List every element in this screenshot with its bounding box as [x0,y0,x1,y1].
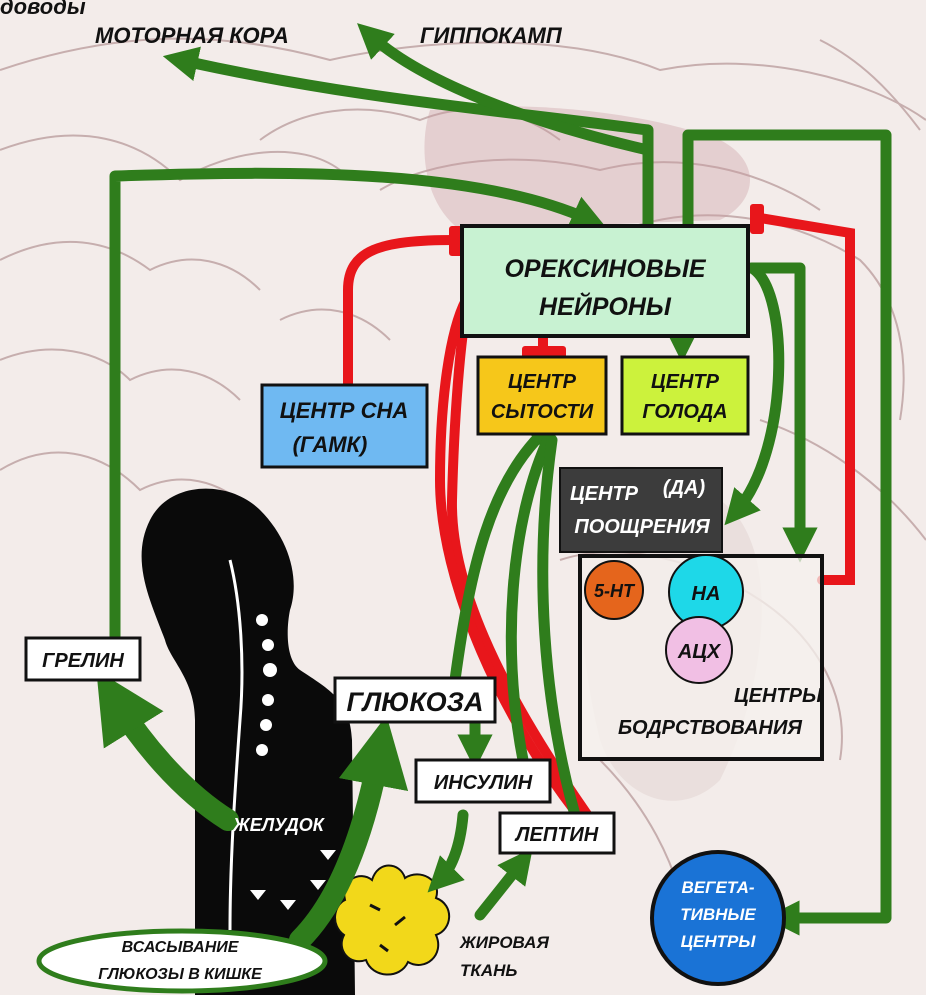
human-silhouette [141,488,355,995]
sleep-to-orexin-inhibition [343,235,460,390]
glucose-to-satiety-2 [505,429,556,776]
motor-cortex-label: МОТОРНАЯ КОРА [95,23,289,48]
vegetative-label-line2: ТИВНЫЕ [680,905,756,924]
excitatory-connections [96,23,892,951]
satiety-label-line1: ЦЕНТР [508,371,577,393]
fat-label-line2: ТКАНЬ [460,961,517,980]
vegetative-label-line3: ЦЕНТРЫ [681,932,757,951]
wake-label-line1: ЦЕНТРЫ [734,685,823,707]
absorption-label-line1: ВСАСЫВАНИЕ [122,939,240,956]
ghrelin-to-orexin [109,167,607,646]
sleep-center-box: ЦЕНТР СНА (ГАМК) [260,383,429,469]
orexin-to-reward [724,262,785,526]
absorption-to-glucose [289,715,409,951]
ghrelin-box: ГРЕЛИН [24,636,142,682]
glucose-label: ГЛЮКОЗА [347,687,484,717]
serotonin-label: 5-НТ [594,581,636,601]
noradrenaline-label: НА [692,583,721,605]
vegetative-centers-node: ВЕГЕТА- ТИВНЫЕ ЦЕНТРЫ [650,850,786,986]
serotonin-node [584,560,644,620]
hunger-label-line2: ГОЛОДА [642,401,727,423]
leptin-box: ЛЕПТИН [498,811,616,855]
top-fragment-text: доводы [0,0,86,19]
satiety-label-line2: СЫТОСТИ [491,401,594,423]
sleep-label-line1: ЦЕНТР СНА [280,398,409,423]
fat-to-leptin [474,848,533,921]
orexin-to-wake-centers [746,262,818,563]
glucose-box: ГЛЮКОЗА [333,676,497,724]
reward-label-line2: ПООЩРЕНИЯ [574,516,710,538]
stomach-label: ЖЕЛУДОК [232,815,326,835]
reward-dopamine-tag: (ДА) [663,477,706,499]
reward-label-line1: ЦЕНТР [570,483,639,505]
orexin-to-vegetative [682,129,892,936]
inhibitory-connections [343,213,855,835]
leptin-label: ЛЕПТИН [514,824,599,846]
hunger-label-line1: ЦЕНТР [651,371,720,393]
absorption-label-line2: ГЛЮКОЗЫ В КИШКЕ [98,966,263,983]
stomach-to-ghrelin [96,670,239,831]
leptin-to-satiety [537,434,586,838]
orexin-label-line1: ОРЕКСИНОВЫЕ [504,255,706,283]
insulin-to-fat [427,809,469,893]
wake-to-orexin-inhibition [755,213,855,585]
orexin-to-motor-cortex [162,46,654,231]
reward-center-box: ЦЕНТР (ДА) ПООЩРЕНИЯ [559,467,723,553]
glucose-absorption-ellipse: ВСАСЫВАНИЕ ГЛЮКОЗЫ В КИШКЕ [36,928,328,994]
fat-label-line1: ЖИРОВАЯ [459,933,549,952]
hippocampus-label: ГИППОКАМП [420,23,563,48]
sleep-label-line2: (ГАМК) [293,432,368,457]
hunger-center-box: ЦЕНТР ГОЛОДА [620,355,750,436]
vegetative-label-line1: ВЕГЕТА- [681,878,754,897]
acetylcholine-node [665,616,733,684]
leptin-to-orexin-inhibition-1 [446,295,603,835]
acetylcholine-label: АЦХ [677,641,722,663]
fat-tissue-blob [334,864,451,976]
orexin-to-hippocampus [357,23,654,156]
orexin-label-line2: НЕЙРОНЫ [539,291,672,321]
orexin-neurons-box: ОРЕКСИНОВЫЕ НЕЙРОНЫ [460,224,750,338]
insulin-box: ИНСУЛИН [414,758,552,804]
insulin-label: ИНСУЛИН [434,772,533,794]
satiety-center-box: ЦЕНТР СЫТОСТИ [476,355,608,436]
wake-label-line2: БОДРСТВОВАНИЯ [618,717,802,739]
wake-centers-box: 5-НТ НА АЦХ ЦЕНТРЫ БОДРСТВОВАНИЯ [578,554,824,761]
leptin-to-orexin-inhibition-2 [434,295,595,835]
glucose-to-satiety-1 [449,416,562,686]
ghrelin-label: ГРЕЛИН [42,650,124,672]
